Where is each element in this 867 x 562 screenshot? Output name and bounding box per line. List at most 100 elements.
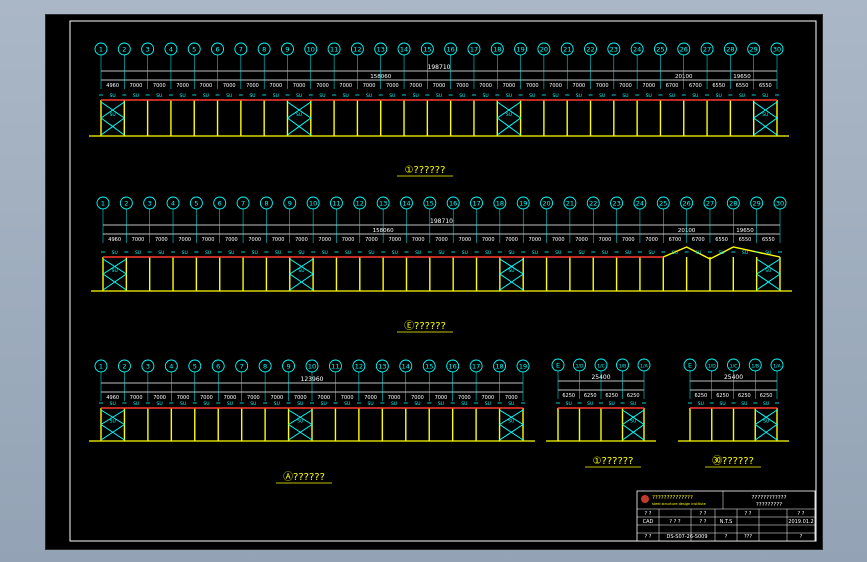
beam-label: SU	[485, 250, 491, 256]
axis-label: 1/B	[752, 364, 759, 370]
span-dimension: 7000	[293, 83, 306, 89]
beam-label: SU	[698, 401, 704, 407]
axis-label: 23	[612, 200, 620, 208]
axis-label: 1	[99, 363, 103, 371]
beam-label: SU	[135, 250, 141, 256]
axis-bubble	[516, 196, 530, 210]
beam-label: SU	[506, 93, 512, 99]
brace-label: SU	[763, 419, 769, 425]
title-block-cell: ? ?	[645, 534, 652, 540]
subtotal-dimension: 19650	[733, 74, 751, 80]
beam-label: SU	[587, 401, 593, 407]
beam-label: SU	[226, 93, 232, 99]
beam-label: SU	[321, 401, 327, 407]
beam-label: SU	[461, 401, 467, 407]
brace-label: SU	[110, 419, 116, 425]
axis-label: 8	[263, 363, 267, 371]
beam-label: SU	[508, 250, 514, 256]
project-name: ????????????	[751, 495, 786, 501]
beam-label: SU	[599, 93, 605, 99]
span-dimension: 7000	[456, 83, 469, 89]
axis-label: 5	[192, 46, 196, 54]
axis-bubble	[630, 42, 644, 56]
span-dimension: 7000	[505, 237, 518, 243]
axis-bubble	[213, 196, 227, 210]
beam-label: SU	[252, 250, 258, 256]
brace-label: SU	[112, 268, 118, 274]
title-block-cell: ? ?	[798, 511, 805, 517]
axis-bubble	[353, 196, 367, 210]
elevation-title: ㉚??????	[712, 455, 754, 467]
beam-label: SU	[459, 93, 465, 99]
cross-brace	[287, 101, 312, 119]
span-dimension: 7000	[339, 83, 352, 89]
span-dimension: 7000	[200, 83, 213, 89]
span-dimension: 7000	[645, 237, 658, 243]
drawing-name: ?????????	[756, 502, 782, 508]
brace-label: SU	[298, 268, 304, 274]
axis-label: 7	[241, 200, 245, 208]
span-dimension: 7000	[176, 83, 189, 89]
axis-label: 3	[148, 200, 152, 208]
beam-label: SU	[345, 250, 351, 256]
beam-label: SU	[762, 93, 768, 99]
span-dimension: 7000	[529, 237, 542, 243]
beam-label: SU	[112, 250, 118, 256]
axis-label: 4	[169, 46, 173, 54]
cross-brace	[496, 101, 521, 119]
beam-label: SU	[413, 93, 419, 99]
beam-label: SU	[625, 250, 631, 256]
title-block-cell: N.T.S	[720, 519, 733, 525]
axis-label: 14	[400, 46, 408, 54]
axis-bubble	[327, 42, 341, 56]
axis-label: 9	[285, 46, 289, 54]
beam-label: SU	[438, 250, 444, 256]
span-dimension: 7000	[599, 237, 612, 243]
title-block-cell: ? ?	[700, 519, 707, 525]
cross-brace	[753, 101, 778, 119]
axis-label: 1	[101, 200, 105, 208]
gable-rafter	[663, 246, 781, 260]
span-dimension: 7000	[225, 237, 238, 243]
span-dimension: 7000	[294, 395, 307, 401]
span-dimension: 7000	[177, 395, 190, 401]
axis-label: 10	[307, 46, 315, 54]
beam-label: SU	[227, 401, 233, 407]
beam-label: SU	[250, 401, 256, 407]
beam-label: SU	[438, 401, 444, 407]
elevation-title: Ⓐ??????	[283, 471, 325, 483]
span-dimension: 6550	[712, 83, 725, 89]
axis-bubble	[423, 196, 437, 210]
axis-bubble	[259, 196, 273, 210]
beam-label: SU	[133, 93, 139, 99]
axis-bubble	[748, 358, 762, 372]
cross-brace	[289, 273, 314, 291]
beam-label: SU	[552, 93, 558, 99]
title-block-cell: ? ?	[745, 511, 752, 517]
axis-label: 11	[332, 200, 340, 208]
brace-label: SU	[508, 419, 514, 425]
axis-bubble	[94, 359, 108, 373]
span-dimension: 6700	[666, 83, 679, 89]
axis-bubble	[770, 358, 784, 372]
beam-label: SU	[739, 93, 745, 99]
beam-label: SU	[389, 93, 395, 99]
axis-label: 1/A	[773, 364, 781, 370]
axis-label: 19	[516, 46, 524, 54]
span-dimension: 7000	[316, 83, 329, 89]
title-block-cell: 2019.01.2	[788, 519, 813, 525]
axis-label: 20	[540, 46, 548, 54]
axis-bubble	[594, 358, 608, 372]
span-dimension: 6250	[738, 393, 751, 399]
axis-bubble	[211, 42, 225, 56]
axis-bubble	[376, 196, 390, 210]
axis-label: 13	[379, 200, 387, 208]
axis-bubble	[493, 359, 507, 373]
beam-label: SU	[483, 93, 489, 99]
axis-bubble	[420, 42, 434, 56]
company-subtitle: steel structure design institute	[652, 502, 706, 506]
span-dimension: 7000	[365, 237, 378, 243]
beam-label: SU	[180, 401, 186, 407]
